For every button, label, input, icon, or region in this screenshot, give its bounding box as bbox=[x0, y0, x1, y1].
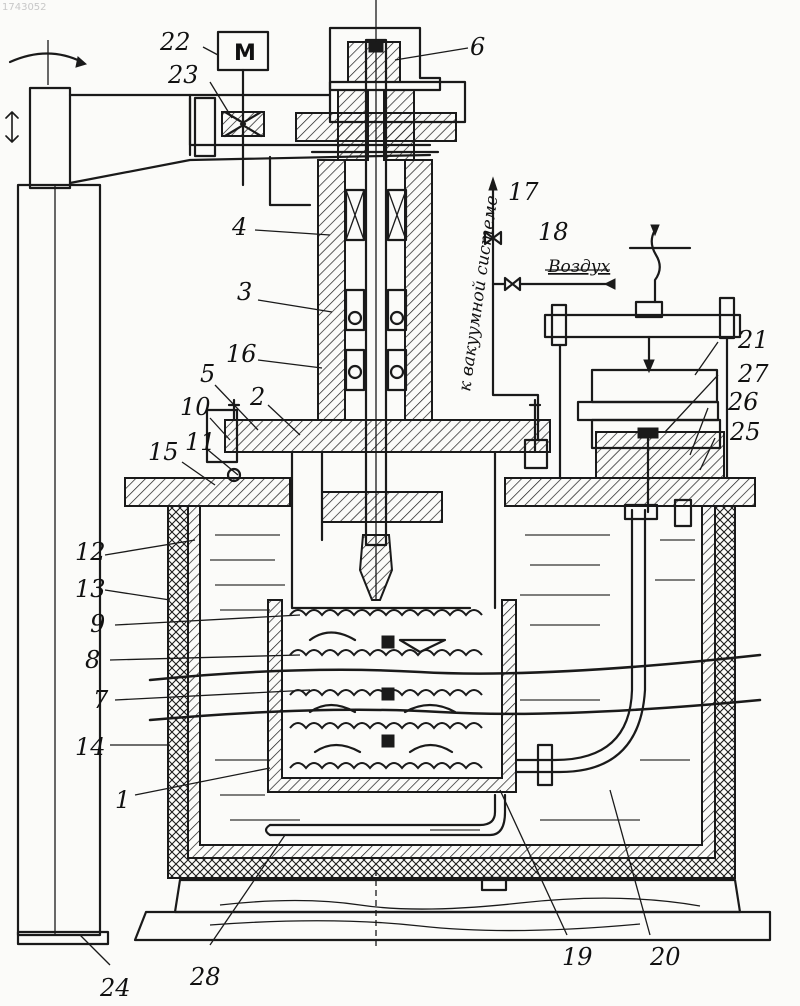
label-5: 5 bbox=[200, 360, 215, 388]
watermark-text: 1743052 bbox=[2, 2, 47, 13]
inner-chamber bbox=[268, 600, 516, 792]
label-14: 14 bbox=[75, 733, 106, 761]
motor-symbol: M bbox=[234, 41, 256, 66]
break-lines bbox=[150, 655, 760, 720]
label-7: 7 bbox=[93, 686, 109, 714]
label-12: 12 bbox=[75, 538, 106, 566]
label-1: 1 bbox=[115, 786, 130, 814]
label-9: 9 bbox=[90, 610, 105, 638]
support-column bbox=[6, 40, 108, 944]
label-11: 11 bbox=[185, 428, 216, 456]
label-26: 26 bbox=[727, 388, 759, 416]
label-17: 17 bbox=[508, 178, 539, 206]
label-28: 28 bbox=[189, 963, 221, 991]
label-3: 3 bbox=[237, 278, 252, 306]
label-23: 23 bbox=[167, 61, 199, 89]
outlet-pipe bbox=[516, 500, 691, 785]
label-15: 15 bbox=[148, 438, 179, 466]
label-10: 10 bbox=[180, 393, 211, 421]
base-plate bbox=[135, 880, 770, 940]
air-annotation: Воздух bbox=[547, 257, 611, 277]
label-8: 8 bbox=[85, 646, 100, 674]
label-22: 22 bbox=[159, 28, 191, 56]
label-13: 13 bbox=[75, 575, 106, 603]
label-19: 19 bbox=[562, 943, 593, 971]
label-27: 27 bbox=[737, 360, 769, 388]
label-18: 18 bbox=[538, 218, 569, 246]
label-6: 6 bbox=[470, 33, 485, 61]
outer-vessel bbox=[125, 478, 755, 878]
label-2: 2 bbox=[249, 383, 265, 411]
label-4: 4 bbox=[231, 213, 247, 241]
label-24: 24 bbox=[99, 974, 131, 1002]
vacuum-annotation: к вакуумной системе bbox=[455, 194, 502, 393]
label-21: 21 bbox=[737, 326, 769, 354]
label-25: 25 bbox=[729, 418, 761, 446]
label-20: 20 bbox=[649, 943, 681, 971]
label-16: 16 bbox=[226, 340, 257, 368]
